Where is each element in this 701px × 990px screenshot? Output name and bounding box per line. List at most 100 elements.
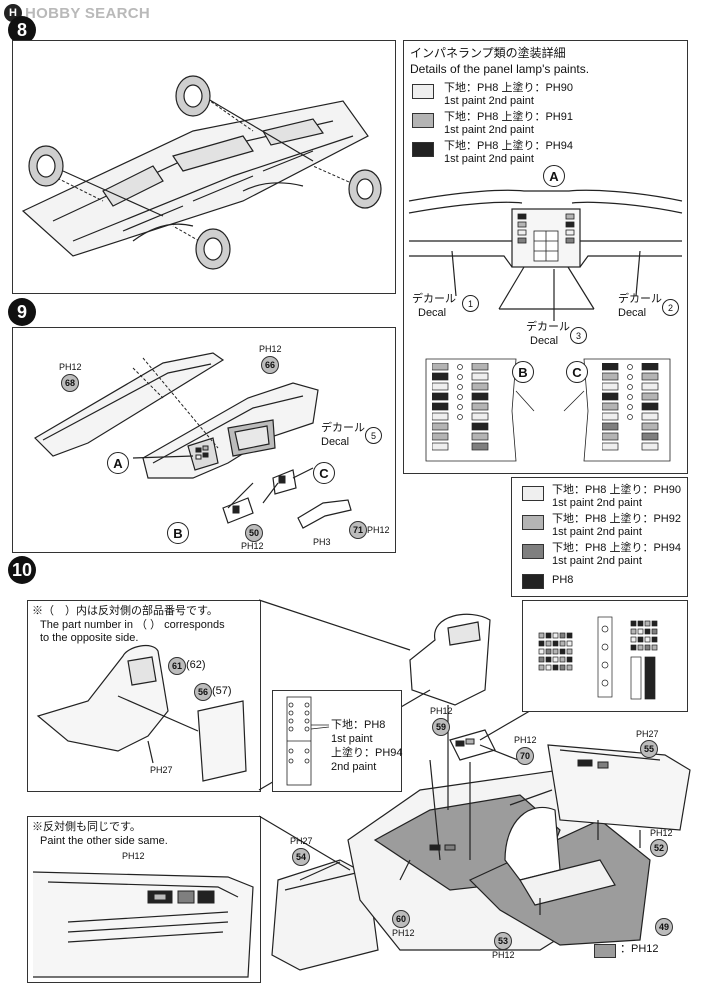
decal-1-label-en: Decal [418, 307, 447, 319]
legend-row-1-line1: 下地：PH8 上塗り：PH90 [552, 484, 681, 496]
legend-swatch-mid-gray [522, 544, 544, 559]
decal-2-label-en: Decal [618, 307, 647, 319]
swatch-white [412, 84, 434, 99]
console-line-2: 1st paint [331, 733, 373, 745]
console-paint-detail-box: 下地：PH8 1st paint 上塗り：PH94 2nd paint [272, 690, 403, 792]
watermark-text: HOBBY SEARCH [25, 4, 151, 22]
lamp-row-1-line2: 1st paint 2nd paint [444, 95, 534, 107]
decal-5-label-ja: デカール [321, 422, 365, 434]
panel-lamp-paint-details: インパネランプ類の塗装詳細 Details of the panel lamp'… [403, 40, 688, 474]
door-panel-detail-illustration [32, 871, 254, 978]
part-54-number: 54 [292, 848, 310, 866]
legend-row-3-line1: 下地：PH8 上塗り：PH94 [552, 542, 681, 554]
legend-row-3-line2: 1st paint 2nd paint [552, 555, 642, 567]
step-8-panel [12, 40, 396, 294]
step-8-number: 8 [8, 16, 36, 44]
decal-2-number: 2 [662, 299, 679, 316]
hobby-search-watermark: H HOBBY SEARCH [4, 3, 150, 23]
same-side-note-box: ※反対側も同じです。 Paint the other side same. PH… [27, 816, 261, 983]
lamp-row-1-line1: 下地：PH8 上塗り：PH90 [444, 82, 573, 94]
console-line-4: 2nd paint [331, 761, 377, 773]
note-line-3: to the opposite side. [40, 632, 139, 644]
note-line-1: ※（ ）内は反対側の部品番号です。 [32, 605, 218, 617]
part-66-paint: PH12 [259, 344, 282, 354]
step-9-number: 9 [8, 298, 36, 326]
part-53-paint: PH12 [492, 950, 515, 960]
part-52-number: 52 [650, 839, 668, 857]
callout-b: B [512, 361, 534, 383]
legend-swatch-white [522, 486, 544, 501]
same-line-2: Paint the other side same. [40, 835, 168, 847]
part-70-paint: PH12 [514, 735, 537, 745]
part-61-number: 61 [168, 657, 186, 675]
part-71-paint-3: PH3 [313, 537, 331, 547]
legend-row-4-line1: PH8 [552, 574, 574, 586]
part-71-number: 71 [349, 521, 367, 539]
part-56-number: 56 [194, 683, 212, 701]
lamp-row-3-line1: 下地：PH8 上塗り：PH94 [444, 140, 573, 152]
step-10-number: 10 [8, 556, 36, 584]
part-52-paint: PH12 [650, 828, 673, 838]
legend-row-2-line1: 下地：PH8 上塗り：PH92 [552, 513, 681, 525]
decal-2-label-ja: デカール [618, 293, 662, 305]
console-line-1: 下地：PH8 [331, 719, 386, 731]
same-paint: PH12 [122, 851, 145, 861]
part-70-number: 70 [516, 747, 534, 765]
part-54-paint: PH27 [290, 836, 313, 846]
decal-3-number: 3 [570, 327, 587, 344]
console-line-3: 上塗り：PH94 [331, 747, 403, 759]
callout-a-step9: A [107, 452, 129, 474]
floor-legend-label: ：PH12 [620, 943, 659, 955]
legend-row-2-line2: 1st paint 2nd paint [552, 526, 642, 538]
step-9-panel: PH12 68 PH12 66 デカール Decal 5 A C B 50 PH… [12, 327, 396, 553]
legend-swatch-light-gray [522, 515, 544, 530]
console-strip-illustration [286, 696, 330, 786]
callout-a: A [543, 165, 565, 187]
legend-swatch-dark [522, 574, 544, 589]
part-50-number: 50 [245, 524, 263, 542]
decal-5-label-en: Decal [321, 436, 350, 448]
part-55-paint: PH27 [636, 729, 659, 739]
legend-row-1-line2: 1st paint 2nd paint [552, 497, 642, 509]
part-66-number: 66 [261, 356, 279, 374]
part-59-paint: PH12 [430, 706, 453, 716]
decal-1-number: 1 [462, 295, 479, 312]
seat-paint: PH27 [150, 765, 173, 775]
decal-3-label-en: Decal [530, 335, 559, 347]
floor-legend-swatch [594, 944, 616, 958]
part-62-number: (62) [186, 659, 206, 671]
part-49-number: 49 [655, 918, 673, 936]
seat-back-illustration [36, 644, 247, 782]
callout-c: C [566, 361, 588, 383]
part-50-paint: PH12 [241, 541, 264, 551]
paint-legend-panel: 下地：PH8 上塗り：PH90 1st paint 2nd paint 下地：P… [511, 477, 688, 597]
lamp-grid-left [431, 362, 496, 459]
part-60-paint: PH12 [392, 928, 415, 938]
lamp-paint-title-en: Details of the panel lamp's paints. [410, 62, 590, 76]
opposite-side-note-box: ※（ ）内は反対側の部品番号です。 The part number in （ ）… [27, 600, 261, 792]
part-71-paint: PH12 [367, 525, 390, 535]
lamp-grid-right [601, 362, 666, 459]
same-line-1: ※反対側も同じです。 [32, 821, 141, 833]
part-55-number: 55 [640, 740, 658, 758]
swatch-light-gray [412, 113, 434, 128]
note-line-2: The part number in （ ） corresponds [40, 619, 225, 631]
decal-1-label-ja: デカール [412, 293, 456, 305]
part-68-paint: PH12 [59, 362, 82, 372]
part-60-number: 60 [392, 910, 410, 928]
lamp-paint-title-ja: インパネランプ類の塗装詳細 [410, 46, 566, 60]
callout-b-step9: B [167, 522, 189, 544]
decal-5-number: 5 [365, 427, 382, 444]
lamp-row-2-line2: 1st paint 2nd paint [444, 124, 534, 136]
dashboard-assembly-illustration [34, 352, 352, 529]
lamp-row-3-line2: 1st paint 2nd paint [444, 153, 534, 165]
swatch-dark [412, 142, 434, 157]
chassis-illustration [21, 75, 382, 270]
decal-3-label-ja: デカール [526, 321, 570, 333]
part-68-number: 68 [61, 374, 79, 392]
callout-c-step9: C [313, 462, 335, 484]
part-53-number: 53 [494, 932, 512, 950]
part-59-number: 59 [432, 718, 450, 736]
